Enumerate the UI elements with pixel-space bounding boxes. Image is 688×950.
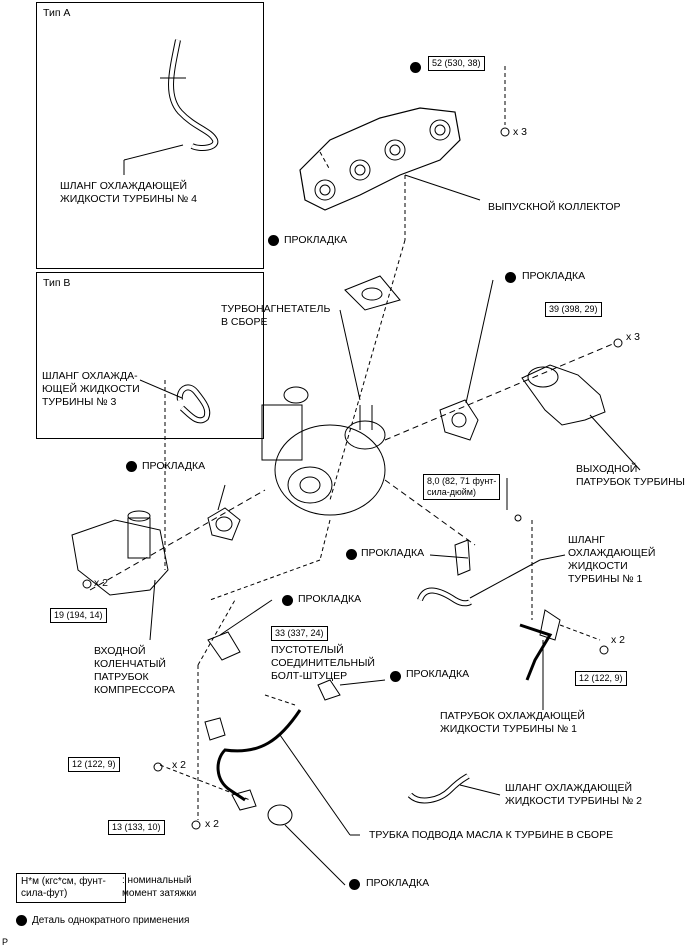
label-gasket-left: ПРОКЛАДКА xyxy=(142,460,206,472)
label-turbine-outlet: ВЫХОДНОЙ ПАТРУБОК ТУРБИНЫ xyxy=(576,463,685,488)
label-turbo-assy: ТУРБОНАГНЕТАТЕЛЬ В СБОРЕ xyxy=(221,303,331,328)
type-b-title: Тип B xyxy=(43,277,71,289)
label-gasket-mid: ПРОКЛАДКА xyxy=(361,547,425,559)
gasket-bottom-sketch xyxy=(267,804,293,826)
torque-outlet: 39 (398, 29) xyxy=(545,302,602,317)
gasket-right-sketch xyxy=(439,399,479,441)
label-compressor-elbow: ВХОДНОЙ КОЛЕНЧАТЫЙ ПАТРУБОК КОМПРЕССОРА xyxy=(94,645,175,696)
single-use-dot xyxy=(410,62,421,73)
oil-pipe-sketch xyxy=(216,709,302,802)
label-gasket-union-right: ПРОКЛАДКА xyxy=(406,668,470,680)
single-use-dot xyxy=(126,461,137,472)
label-pipe-1: ПАТРУБОК ОХЛАЖДАЮЩЕЙ ЖИДКОСТИ ТУРБИНЫ № … xyxy=(440,710,585,735)
type-a-hose-label: ШЛАНГ ОХЛАЖДАЮЩЕЙ ЖИДКОСТИ ТУРБИНЫ № 4 xyxy=(60,180,197,205)
single-use-dot xyxy=(505,272,516,283)
label-exhaust-manifold: ВЫПУСКНОЙ КОЛЛЕКТОР xyxy=(488,201,621,213)
single-use-dot xyxy=(349,879,360,890)
label-gasket-right: ПРОКЛАДКА xyxy=(522,270,586,282)
footer-mark: P xyxy=(2,937,9,947)
gasket-union-sketch xyxy=(207,631,241,661)
single-use-dot xyxy=(268,235,279,246)
legend-torque-desc: : номинальный момент затяжки xyxy=(122,875,197,899)
qty-elbow: x 2 xyxy=(94,577,109,589)
type-b-hose-label: ШЛАНГ ОХЛАЖДА- ЮЩЕЙ ЖИДКОСТИ ТУРБИНЫ № 3 xyxy=(42,370,140,408)
turbine-outlet-sketch xyxy=(521,364,606,426)
exhaust-manifold-sketch xyxy=(299,107,461,211)
torque-union: 33 (337, 24) xyxy=(271,626,328,641)
compressor-elbow-sketch xyxy=(71,510,169,596)
legend-single-use: Деталь однократного применения xyxy=(32,915,190,926)
label-gasket-top: ПРОКЛАДКА xyxy=(284,234,348,246)
gasket-left-sketch xyxy=(207,507,241,541)
type-a-frame: Тип A xyxy=(36,2,264,269)
single-use-dot xyxy=(282,595,293,606)
type-a-title: Тип A xyxy=(43,7,71,19)
torque-oil-bottom: 13 (133, 10) xyxy=(108,820,165,835)
torque-elbow: 19 (194, 14) xyxy=(50,608,107,623)
single-use-dot xyxy=(390,671,401,682)
gasket-mid-sketch xyxy=(454,539,471,576)
label-union-bolt: ПУСТОТЕЛЫЙ СОЕДИНИТЕЛЬНЫЙ БОЛТ-ШТУЦЕР xyxy=(271,644,375,682)
qty-manifold: x 3 xyxy=(513,126,528,138)
label-hose-1: ШЛАНГ ОХЛАЖДАЮЩЕЙ ЖИДКОСТИ ТУРБИНЫ № 1 xyxy=(568,534,656,585)
qty-pipe-right: x 2 xyxy=(611,634,626,646)
label-gasket-bottom: ПРОКЛАДКА xyxy=(366,877,430,889)
label-oil-pipe: ТРУБКА ПОДВОДА МАСЛА К ТУРБИНЕ В СБОРЕ xyxy=(369,829,614,841)
pipe-1-sketch xyxy=(519,623,553,681)
turbocharger-sketch xyxy=(261,386,386,516)
torque-manifold: 52 (530, 38) xyxy=(428,56,485,71)
gasket-top-sketch xyxy=(344,275,401,311)
qty-oil-bottom: x 2 xyxy=(205,818,220,830)
torque-pipe-right: 12 (122, 9) xyxy=(575,671,627,686)
legend-single-use-dot xyxy=(16,915,27,926)
torque-oil-left: 12 (122, 9) xyxy=(68,757,120,772)
legend-torque-unit: Н*м (кгс*см, фунт- сила-фут) xyxy=(16,873,126,903)
label-hose-2: ШЛАНГ ОХЛАЖДАЮЩЕЙ ЖИДКОСТИ ТУРБИНЫ № 2 xyxy=(505,782,642,807)
type-b-frame: Тип B xyxy=(36,272,264,439)
single-use-dot xyxy=(346,549,357,560)
qty-outlet: x 3 xyxy=(626,331,641,343)
qty-oil-left: x 2 xyxy=(172,759,187,771)
label-gasket-union: ПРОКЛАДКА xyxy=(298,593,362,605)
torque-small-bolt: 8,0 (82, 71 фунт- сила-дюйм) xyxy=(423,474,501,500)
